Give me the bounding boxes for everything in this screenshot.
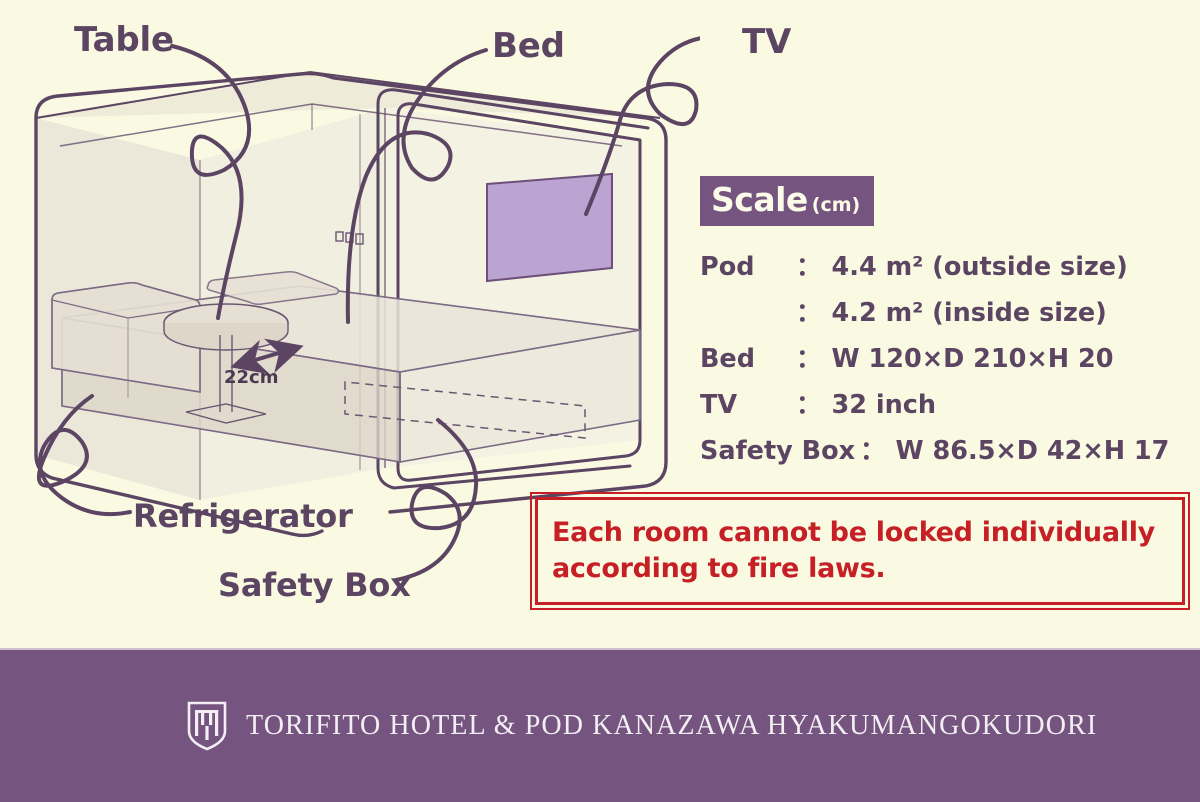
footer-brand-lockup: TORIFITO HOTEL & POD KANAZAWA HYAKUMANGO… — [186, 700, 1097, 752]
fire-law-warning-box: Each room cannot be locked individually … — [530, 492, 1190, 610]
spec-value: 4.4 m² (outside size) — [831, 252, 1128, 282]
spec-key: Bed — [700, 344, 755, 374]
warning-line-2: according to fire laws. — [552, 553, 886, 584]
scale-badge: Scale(cm) — [700, 176, 875, 226]
tv-screen-shape — [486, 172, 613, 283]
footer-brand-text: TORIFITO HOTEL & POD KANAZAWA HYAKUMANGO… — [246, 710, 1098, 741]
callout-label-refrigerator: Refrigerator — [133, 497, 353, 535]
spec-value: W 120×D 210×H 20 — [831, 344, 1114, 374]
spec-value: 4.2 m² (inside size) — [831, 298, 1107, 328]
dimension-label-22cm: 22cm — [224, 367, 279, 388]
pod-illustration — [0, 0, 700, 648]
callout-label-bed: Bed — [492, 26, 565, 66]
callout-label-table: Table — [74, 20, 174, 60]
spec-colon: ： — [796, 344, 822, 374]
shield-logo-icon — [187, 701, 227, 751]
scale-panel: Scale(cm) Pod ： 4.4 m² (outside size) ： … — [700, 176, 1190, 474]
dimension-arrow — [230, 338, 304, 375]
safety-box-dashed — [344, 381, 586, 439]
spec-value: W 86.5×D 42×H 17 — [895, 436, 1170, 466]
spec-key: Safety Box — [700, 436, 856, 466]
leader-line-refrigerator — [37, 394, 132, 517]
callout-label-safety-box: Safety Box — [218, 566, 411, 604]
scale-badge-unit: (cm) — [811, 194, 861, 216]
spec-colon: ： — [796, 390, 822, 420]
seat-plate — [206, 271, 340, 305]
spec-row-pod-inside: ： 4.2 m² (inside size) — [700, 290, 1190, 336]
warning-text: Each room cannot be locked individually … — [538, 515, 1169, 587]
spec-value: 32 inch — [831, 390, 937, 420]
footer-bar: TORIFITO HOTEL & POD KANAZAWA HYAKUMANGO… — [0, 648, 1200, 802]
spec-key: TV — [700, 390, 738, 420]
spec-row-tv: TV ： 32 inch — [700, 382, 1190, 428]
spec-colon: ： — [860, 436, 886, 466]
leader-line-bed — [345, 48, 488, 324]
callout-label-tv: TV — [742, 22, 792, 62]
leader-line-safety-box — [394, 418, 479, 582]
leader-line-tv — [584, 36, 700, 216]
spec-list: Pod ： 4.4 m² (outside size) ： 4.2 m² (in… — [700, 244, 1190, 474]
scale-badge-title: Scale — [711, 180, 808, 219]
spec-colon: ： — [796, 298, 822, 328]
refrigerator-shape — [51, 282, 201, 398]
leader-line-table — [170, 44, 252, 320]
spec-row-bed: Bed ： W 120×D 210×H 20 — [700, 336, 1190, 382]
spec-key: Pod — [700, 252, 755, 282]
warning-line-1: Each room cannot be locked individually — [552, 517, 1155, 548]
spec-row-safety-box: Safety Box ： W 86.5×D 42×H 17 — [700, 428, 1190, 474]
spec-colon: ： — [796, 252, 822, 282]
spec-row-pod-outside: Pod ： 4.4 m² (outside size) — [700, 244, 1190, 290]
